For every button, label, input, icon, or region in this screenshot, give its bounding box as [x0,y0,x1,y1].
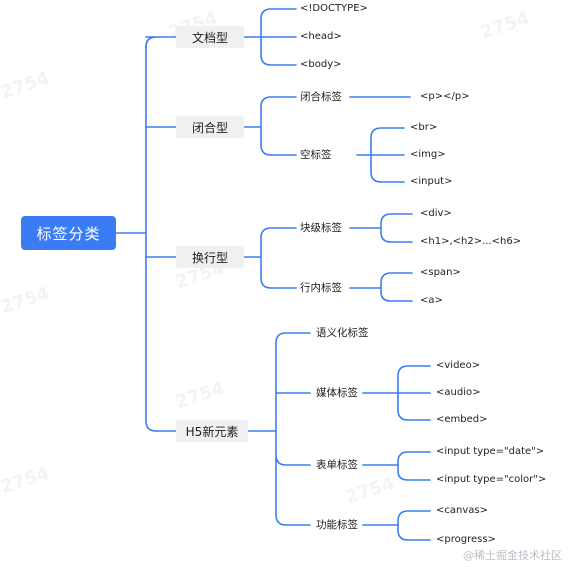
category-label: 文档型 [191,30,228,45]
leaf-headings[interactable]: <h1>,<h2>...<h6> [420,236,522,247]
leaf-audio[interactable]: <audio> [436,387,481,398]
connector-doc-trunk [243,8,297,66]
leaf-div[interactable]: <div> [420,208,452,219]
leaf-video[interactable]: <video> [436,360,481,371]
leaf-progress[interactable]: <progress> [436,534,496,545]
leaf-input[interactable]: <input> [410,176,453,187]
leaf-doctype[interactable]: <!DOCTYPE> [300,3,368,14]
leaf-p[interactable]: <p></p> [420,91,470,102]
source-credit: @稀土掘金技术社区 [463,549,562,562]
leaf-img[interactable]: <img> [410,149,446,160]
leaf-embed[interactable]: <embed> [436,414,488,425]
leaf-body[interactable]: <body> [300,59,342,70]
category-line-break[interactable]: 换行型 [176,246,244,268]
connector-trunk [145,36,157,432]
leaf-head[interactable]: <head> [300,31,342,42]
leaf-span[interactable]: <span> [420,267,461,278]
category-label: 闭合型 [191,120,228,135]
category-h5[interactable]: H5新元素 [176,420,248,442]
connector-cat-0 [145,36,177,48]
category-label: 换行型 [191,250,228,265]
node-function-tag[interactable]: 功能标签 [316,519,358,531]
node-block-tag[interactable]: 块级标签 [300,222,342,234]
node-closing-tag[interactable]: 闭合标签 [300,91,342,103]
category-document[interactable]: 文档型 [176,26,244,48]
category-closing[interactable]: 闭合型 [176,116,244,138]
node-media-tag[interactable]: 媒体标签 [316,387,358,399]
root-node[interactable]: 标签分类 [21,216,116,250]
leaf-canvas[interactable]: <canvas> [436,505,488,516]
leaf-input-date[interactable]: <input type="date"> [436,446,545,457]
node-semantic-tag[interactable]: 语义化标签 [316,327,369,339]
node-empty-tag[interactable]: 空标签 [300,149,332,161]
leaf-br[interactable]: <br> [410,122,438,133]
node-inline-tag[interactable]: 行内标签 [300,282,342,294]
leaf-a[interactable]: <a> [420,295,443,306]
root-label: 标签分类 [36,224,101,243]
node-form-tag[interactable]: 表单标签 [316,459,358,471]
leaf-input-color[interactable]: <input type="color"> [436,474,547,485]
category-label: H5新元素 [185,424,239,439]
